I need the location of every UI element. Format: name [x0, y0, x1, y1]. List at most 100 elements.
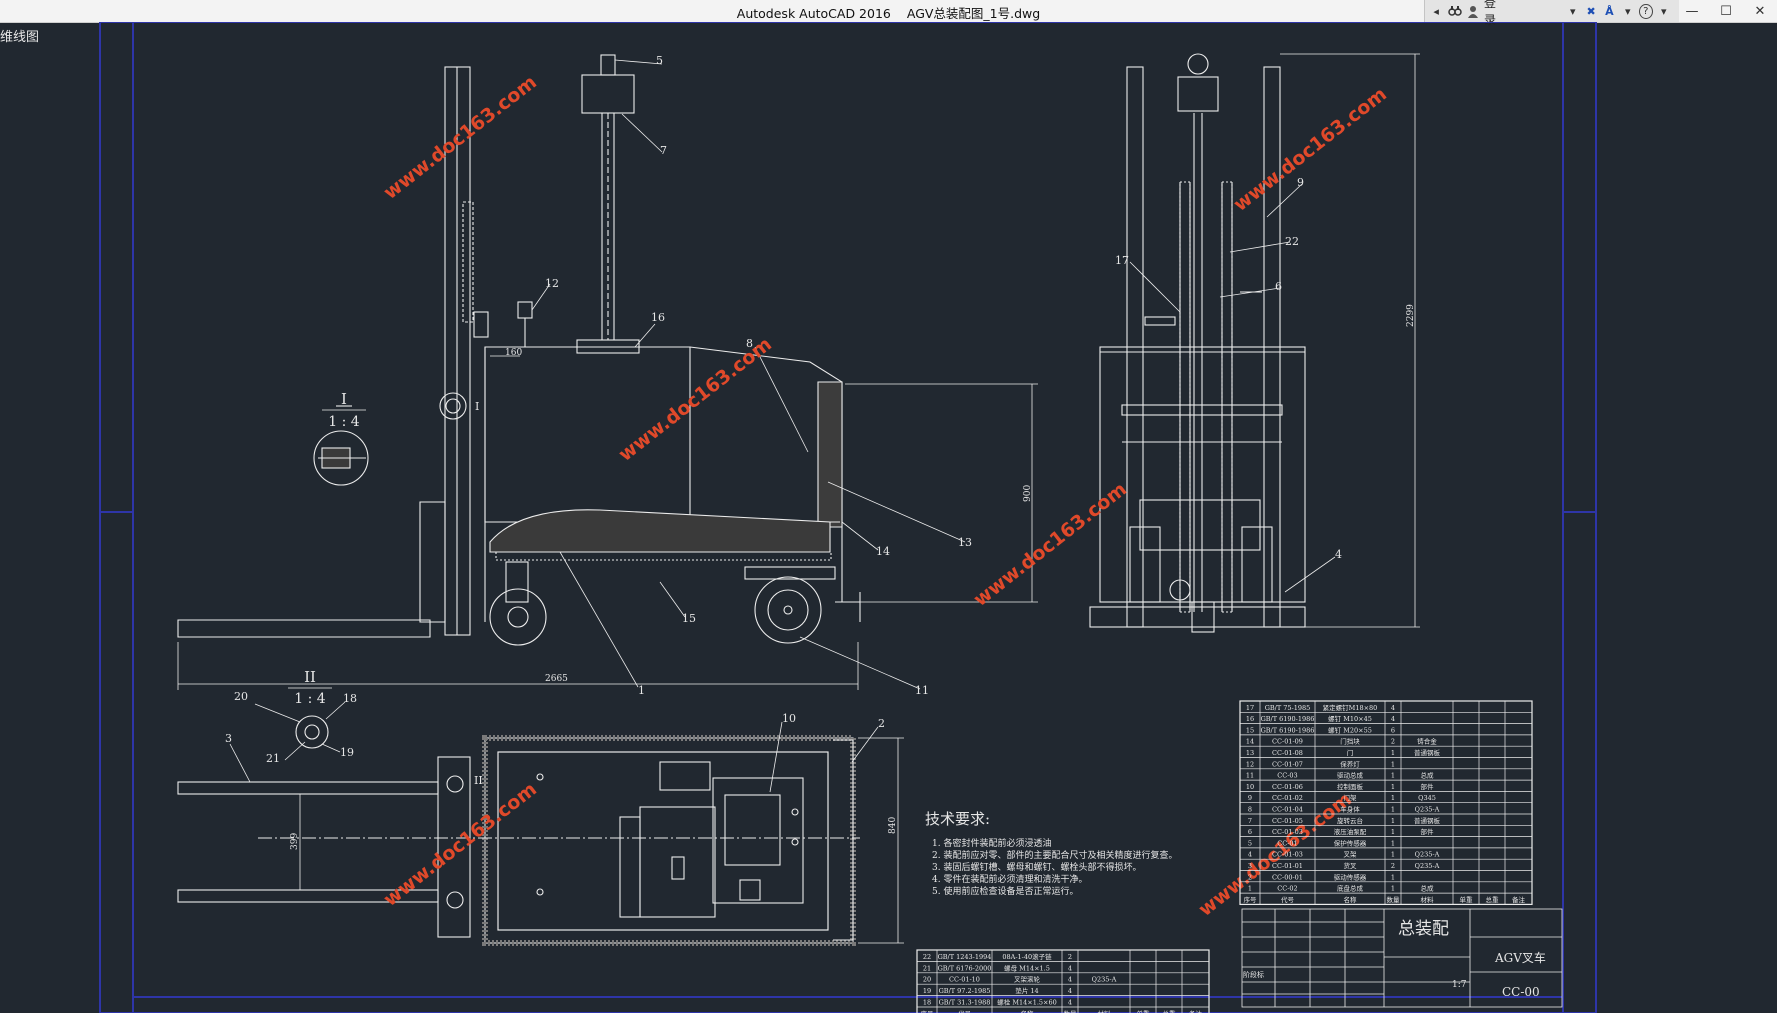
table-cell: CC-01-04	[1272, 806, 1303, 814]
watermark: www.doc163.com	[380, 71, 541, 204]
minimize-button[interactable]: —	[1685, 3, 1699, 19]
table-cell: 3	[1248, 862, 1252, 870]
a360-icon[interactable]: Å	[1605, 4, 1614, 18]
table-cell: 21	[923, 964, 931, 972]
table-header-cell: 数量	[1064, 1009, 1078, 1013]
marker-i: I	[475, 400, 479, 413]
exchange-icon[interactable]: ✖	[1586, 4, 1596, 18]
balloon-15: 15	[682, 612, 696, 625]
login-button[interactable]: 登录	[1484, 0, 1497, 27]
table-cell: Q235-A	[1092, 976, 1117, 984]
chevron-down-icon[interactable]: ▾	[1625, 4, 1631, 18]
balloon-5: 5	[656, 54, 663, 67]
table-header-cell: 单重	[1137, 1009, 1151, 1013]
table-header-cell: 数量	[1387, 895, 1401, 904]
table-cell: 16	[1246, 715, 1254, 723]
arrow-left-icon[interactable]: ◂	[1433, 4, 1439, 18]
table-cell: CC-03	[1277, 772, 1297, 780]
table-cell: 垫片 14	[1015, 986, 1038, 995]
user-icon[interactable]	[1466, 3, 1480, 19]
dimensions	[177, 53, 1420, 944]
table-cell: 15	[1246, 726, 1254, 734]
dim-2299: 2299	[1406, 304, 1416, 327]
balloon-12: 12	[545, 277, 559, 290]
table-cell: 1	[1391, 885, 1395, 893]
table-cell: 螺钉 M10×45	[1328, 714, 1372, 723]
binoculars-icon[interactable]	[1447, 3, 1462, 19]
table-cell: 底盘总成	[1337, 884, 1364, 893]
table-cell: 20	[923, 976, 931, 984]
table-cell: 22	[923, 953, 931, 961]
watermark: www.doc163.com	[1230, 83, 1391, 216]
table-cell: 2	[1391, 862, 1395, 870]
table-cell: 6	[1391, 726, 1395, 734]
table-cell: CC-01-07	[1272, 760, 1303, 768]
table-cell: 门架	[1344, 793, 1358, 802]
table-cell: GB/T 75-1985	[1265, 704, 1311, 712]
chevron-down-icon[interactable]: ▾	[1569, 4, 1576, 18]
watermarks: www.doc163.com www.doc163.com www.doc163…	[380, 71, 1391, 921]
table-header-cell: 材料	[1098, 1009, 1112, 1013]
table-cell: 1	[1248, 885, 1252, 893]
table-cell: GB/T 6176-2000	[938, 964, 992, 972]
balloon-21: 21	[266, 752, 280, 765]
close-button[interactable]: ✕	[1754, 3, 1766, 19]
leader-lines	[229, 59, 1336, 793]
tech-req-item: 4. 零件在装配前必须清理和清洗干净。	[932, 873, 1087, 885]
file-name: AGV总装配图_1号.dwg	[906, 6, 1041, 21]
table-header-cell: 代号	[1281, 895, 1295, 904]
table-cell: 紧定螺钉M18×80	[1323, 703, 1378, 712]
table-cell: 4	[1391, 715, 1395, 723]
table-cell: 保养灯	[1340, 759, 1360, 768]
balloon-14: 14	[876, 545, 890, 558]
table-cell: 9	[1248, 794, 1252, 802]
table-cell: GB/T 1243-1994	[938, 953, 992, 961]
table-cell: 17	[1246, 704, 1254, 712]
tech-req-title: 技术要求:	[925, 810, 990, 828]
drawing-number: CC-00	[1502, 985, 1540, 999]
table-cell: 2	[1068, 953, 1072, 961]
table-header-cell: 代号	[958, 1009, 972, 1013]
dimension-texts: 160 900 2665 2299 840 399	[290, 304, 1416, 850]
balloon-19: 19	[340, 746, 354, 759]
tech-req-item: 3. 装固后螺钉槽、螺母和螺钉、螺栓头部不得损坏。	[932, 861, 1141, 873]
table-cell: 部件	[1421, 782, 1435, 791]
table-cell: CC-01-10	[949, 976, 980, 984]
table-cell: 保护传感器	[1334, 838, 1367, 847]
title-bar: Autodesk AutoCAD 2016 AGV总装配图_1号.dwg ◂ 登…	[0, 0, 1777, 27]
balloon-17: 17	[1115, 254, 1129, 267]
dim-900: 900	[1023, 485, 1033, 502]
table-cell: 1	[1391, 851, 1395, 859]
help-icon[interactable]: ?	[1638, 3, 1653, 19]
maximize-button[interactable]: ☐	[1720, 3, 1732, 19]
technical-requirements: 技术要求: 1. 各密封件装配前必须浸透油 2. 装配前应对零、部件的主要配合尺…	[925, 810, 1177, 897]
balloon-18: 18	[343, 692, 357, 705]
table-cell: 1	[1391, 839, 1395, 847]
table-cell: 11	[1246, 772, 1254, 780]
table-cell: CC-01-03	[1272, 851, 1303, 859]
table-cell: 螺栓 M14×1.5×60	[997, 998, 1057, 1007]
table-cell: CC-00-01	[1272, 873, 1303, 881]
table-header-cell: 单重	[1460, 895, 1474, 904]
table-cell: 2	[1391, 738, 1395, 746]
tech-req-item: 5. 使用前应检查设备是否正常运行。	[932, 885, 1078, 897]
table-cell: 叉架	[1344, 851, 1358, 859]
scale-value: 1:7	[1452, 980, 1467, 990]
viewport-label[interactable]: 维线图	[0, 30, 40, 45]
dim-840: 840	[888, 817, 898, 834]
balloon-22: 22	[1285, 235, 1299, 248]
table-cell: Q235-A	[1415, 862, 1440, 870]
table-cell: Q235-A	[1415, 851, 1440, 859]
table-cell: 4	[1068, 987, 1072, 995]
chevron-down-icon[interactable]: ▾	[1661, 4, 1667, 18]
drawing-canvas[interactable]: I 1 : 4 II 1 : 4 I II 160 900 2665 2299 …	[0, 22, 1777, 1013]
end-view	[1089, 53, 1306, 633]
balloon-20: 20	[234, 690, 248, 703]
dim-160: 160	[505, 348, 522, 358]
balloon-3: 3	[225, 732, 232, 745]
table-cell: 08A-1-40滚子链	[1002, 952, 1052, 961]
table-cell: 1	[1391, 772, 1395, 780]
table-cell: CC-01-06	[1272, 783, 1303, 791]
infocenter-toolbar: ◂ 登录 ▾ ✖ Å ▾ ? ▾	[1424, 0, 1679, 27]
table-header-cell: 备注	[1512, 895, 1526, 904]
